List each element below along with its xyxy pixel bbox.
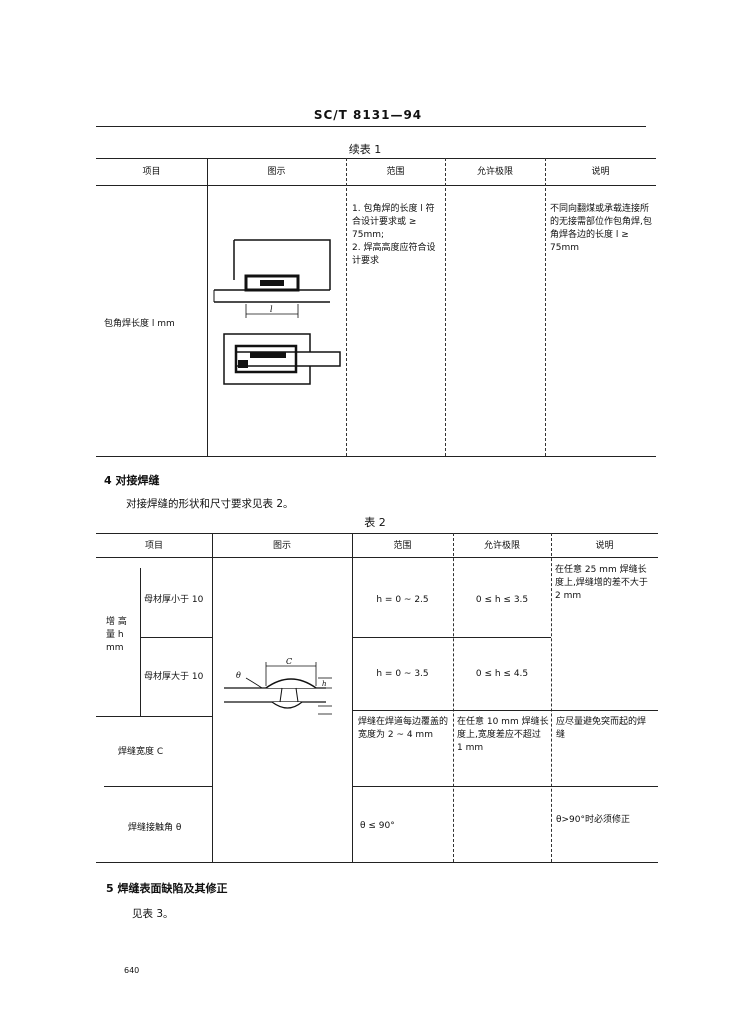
table1-header-limit: 允许极限 bbox=[476, 167, 513, 177]
table2-row4-note: θ>90°时必须修正 bbox=[556, 815, 630, 825]
table2-group-label: 增 高 量 h mm bbox=[106, 617, 127, 653]
table1-caption: 续表 1 bbox=[348, 143, 382, 156]
table1-range: 1. 包角焊的长度 l 符合设计要求或 ≥ 75mm; 2. 焊高高度应符合设计… bbox=[352, 204, 436, 266]
section4-heading: 4 对接焊缝 bbox=[104, 474, 160, 487]
table2-header-range: 范围 bbox=[393, 541, 412, 551]
table2-row3-range: 焊缝在焊道每边覆盖的宽度为 2 ~ 4 mm bbox=[358, 717, 449, 740]
table2-row4-range: θ ≤ 90° bbox=[360, 821, 395, 831]
table1-header-item: 项目 bbox=[142, 167, 161, 177]
table2-row2-item: 母材厚大于 10 bbox=[144, 672, 204, 682]
figure-h-label: h bbox=[322, 680, 327, 688]
table2-row3-note: 应尽量避免突而起的焊缝 bbox=[556, 717, 647, 740]
butt-weld-diagram: C θ h bbox=[224, 657, 332, 715]
table2-header-item: 项目 bbox=[144, 541, 163, 551]
table2-row2-limit: 0 ≤ h ≤ 4.5 bbox=[475, 669, 529, 679]
table1-item: 包角焊长度 l mm bbox=[104, 319, 175, 329]
table2-row1-limit: 0 ≤ h ≤ 3.5 bbox=[475, 595, 529, 605]
section4-text: 对接焊缝的形状和尺寸要求见表 2。 bbox=[126, 498, 294, 510]
table2-header-limit: 允许极限 bbox=[483, 541, 520, 551]
figure-c-label: C bbox=[286, 657, 292, 666]
figure-l-label: l bbox=[270, 305, 273, 314]
section5-heading: 5 焊缝表面缺陷及其修正 bbox=[106, 882, 228, 895]
table1-header-range: 范围 bbox=[386, 167, 405, 177]
page-number: 640 bbox=[124, 966, 140, 975]
table2-row2-range: h = 0 ~ 3.5 bbox=[376, 669, 429, 679]
wrap-weld-diagram: l bbox=[213, 239, 341, 385]
table2-row3-item: 焊缝宽度 C bbox=[118, 747, 164, 757]
document-code-header: SC/T 8131—94 bbox=[313, 108, 423, 122]
table2-row1-range: h = 0 ~ 2.5 bbox=[376, 595, 429, 605]
table2-row1-note: 在任意 25 mm 焊缝长度上,焊缝增的差不大于 2 mm bbox=[555, 565, 648, 601]
header-rule bbox=[96, 126, 646, 127]
table1-header-figure: 图示 bbox=[267, 167, 286, 177]
table2-header-note: 说明 bbox=[595, 541, 614, 551]
table1-note: 不同向翻煤或承载连接所的无接需部位作包角焊,包角焊各边的长度 l ≥ 75mm bbox=[550, 204, 652, 253]
table2-header-figure: 图示 bbox=[272, 541, 291, 551]
section5-text: 见表 3。 bbox=[132, 908, 174, 920]
table1-header-note: 说明 bbox=[591, 167, 610, 177]
table2-row3-limit: 在任意 10 mm 焊缝长度上,宽度差应不超过 1 mm bbox=[457, 717, 549, 753]
table2-row4-item: 焊缝接触角 θ bbox=[128, 823, 182, 833]
table2-caption: 表 2 bbox=[364, 516, 386, 529]
table2-row1-item: 母材厚小于 10 bbox=[144, 595, 204, 605]
figure-theta-label: θ bbox=[236, 671, 241, 680]
